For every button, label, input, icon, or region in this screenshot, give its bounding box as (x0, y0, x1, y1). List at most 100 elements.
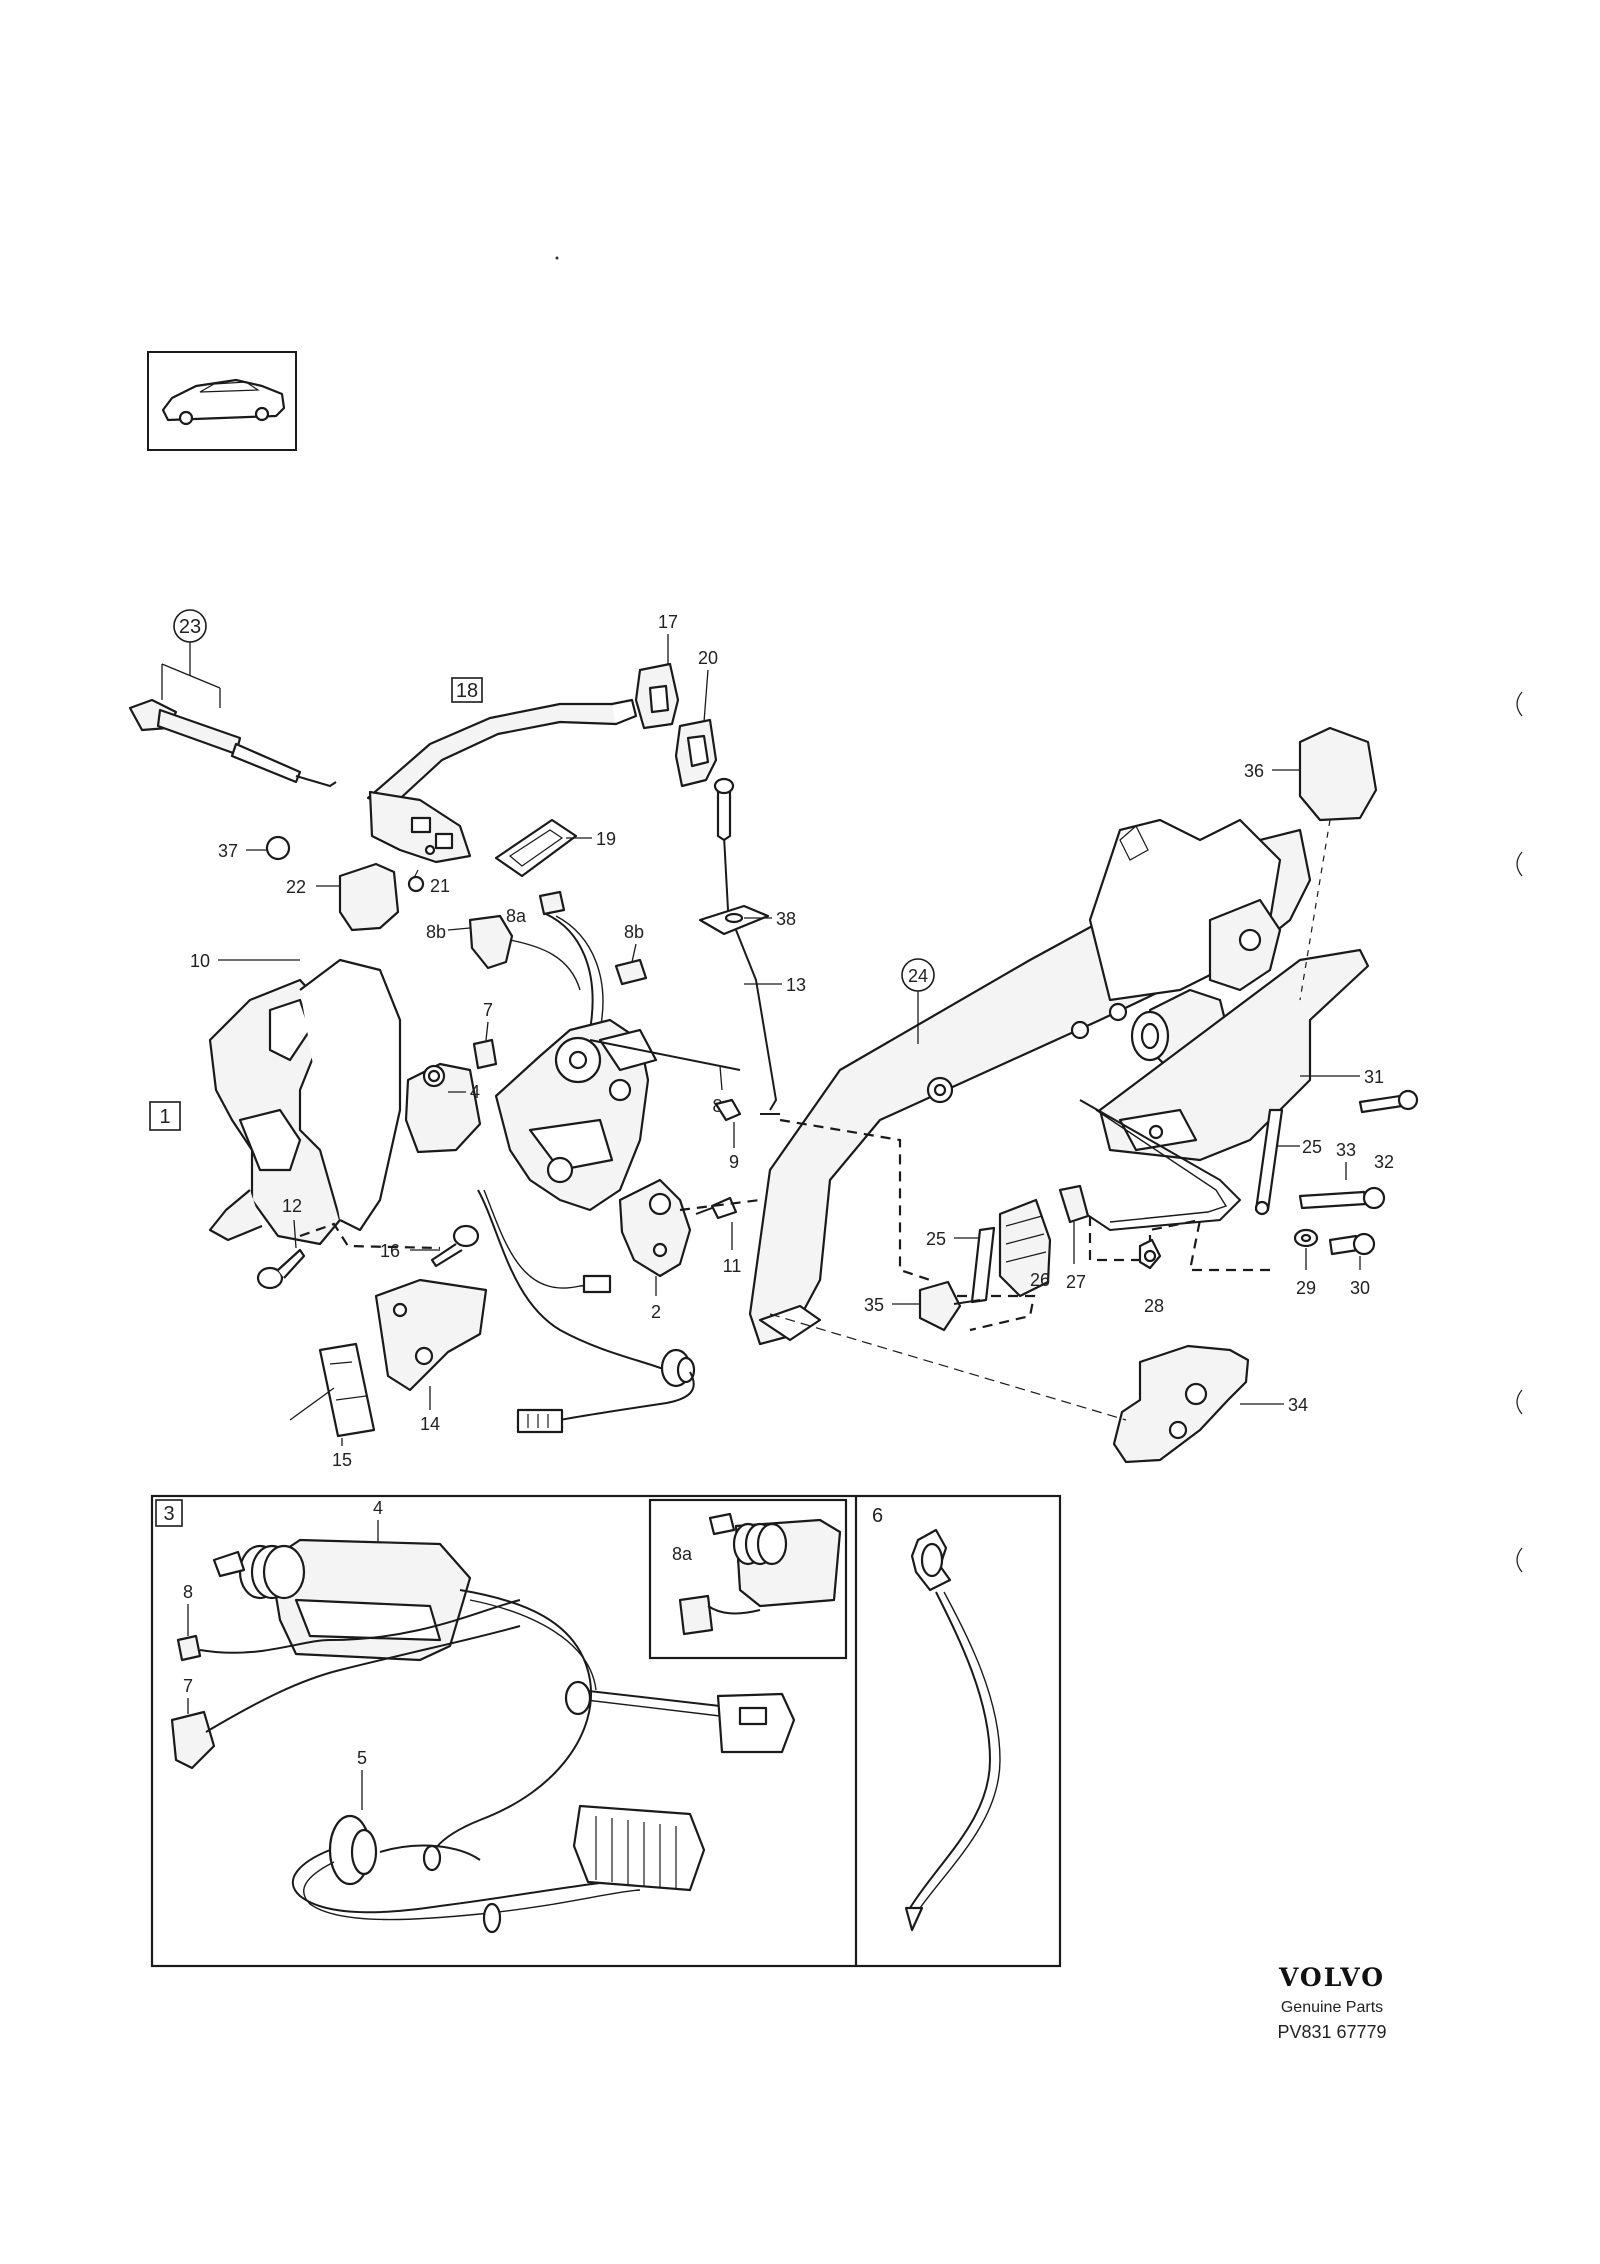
callout-3: 3 (163, 1503, 174, 1525)
part-33-bolt (1298, 1186, 1386, 1210)
inset-8a-actuator (708, 1512, 842, 1608)
callout-8a-inset: 8a (672, 1544, 693, 1564)
part-36-cap (1298, 726, 1378, 822)
inset-8a-panel (648, 1498, 848, 1660)
callout-35: 35 (864, 1295, 884, 1315)
assembly-dash-mid (679, 1198, 761, 1212)
part-8b-right-leader (631, 943, 637, 963)
part-35-slider (918, 1280, 981, 1332)
brand-tagline: Genuine Parts (1281, 1999, 1383, 2016)
assembly-dash-right (1088, 1216, 1270, 1272)
part-17-bracket (634, 662, 680, 730)
main-lock-mechanism (494, 1018, 658, 1212)
part-15-leader-a (289, 1387, 335, 1421)
callout-8a: 8a (506, 906, 527, 926)
callout-31: 31 (1364, 1067, 1384, 1087)
part-26-guide (998, 1198, 1052, 1298)
part-38-grommet (698, 904, 770, 936)
callout-4-inset: 4 (373, 1498, 383, 1518)
door-guide-rail (1079, 1099, 1242, 1232)
part-2-lock-plate (618, 1178, 692, 1278)
part-15-shims (318, 1342, 376, 1438)
part-23-lock-cylinder (128, 698, 337, 788)
callout-14: 14 (420, 1414, 440, 1434)
callout-18-box (451, 677, 483, 703)
callout-19: 19 (596, 829, 616, 849)
part-20-clip (674, 718, 718, 788)
inset-wire-clip (564, 1680, 592, 1716)
part-25-left-strip (970, 1226, 996, 1304)
callout-23: 23 (179, 616, 201, 638)
part-10-lock-housing (208, 958, 402, 1246)
inset-grommet-6 (910, 1528, 952, 1592)
part-8b-left-clamp (468, 914, 514, 970)
inset-wire-a (199, 1599, 521, 1654)
part-34-trim (1112, 1344, 1250, 1464)
part-21-screw (407, 869, 425, 893)
assembly-dash-center (779, 1118, 931, 1282)
callout-24: 24 (908, 966, 928, 986)
margin-mark-4 (1516, 1547, 1523, 1573)
harness-connector-small (582, 1274, 612, 1294)
part-30-bolt (1328, 1232, 1376, 1256)
inset-harness-lower-b (303, 1861, 641, 1921)
part-37-plug (265, 835, 291, 861)
handle-harness-wire-2 (555, 915, 604, 1031)
stray-dot (555, 256, 559, 260)
part-14-striker (374, 1278, 488, 1392)
part-8b-left-leader (447, 927, 471, 931)
inset-6-tip (904, 1906, 924, 1932)
part-34-dash (769, 1313, 1127, 1421)
callout-5-inset: 5 (357, 1748, 367, 1768)
harness-connector-large (516, 1408, 564, 1434)
part-12-screw (256, 1248, 306, 1290)
callout-25-left: 25 (926, 1229, 946, 1249)
inset-harness-clip-1 (422, 1844, 442, 1872)
part-8c-leader (719, 1065, 723, 1091)
inset-lock-motor (212, 1538, 472, 1662)
handle-harness-wire-3 (509, 939, 581, 991)
part-19-gasket (494, 818, 578, 878)
callout-9: 9 (729, 1152, 739, 1172)
callout-8b-right: 8b (624, 922, 644, 942)
part-7-leader (485, 1021, 489, 1041)
part-32-bolt (1358, 1089, 1419, 1114)
brand-code: PV831 67779 (1277, 2022, 1386, 2042)
part-11-screw (695, 1196, 738, 1220)
harness-to-connector (559, 1371, 695, 1421)
callout-23-circle (173, 609, 207, 643)
callout-6-inset: 6 (872, 1505, 883, 1527)
callout-7: 7 (483, 1000, 493, 1020)
part-9-bushing (714, 1098, 742, 1122)
regulator-tray (1098, 948, 1370, 1162)
inset-switch-8 (176, 1634, 202, 1662)
callout-11: 11 (723, 1256, 742, 1276)
callout-12: 12 (282, 1196, 302, 1216)
inset-connector-right (716, 1692, 796, 1754)
part-8b-right-clip (614, 958, 648, 986)
inset-connector-multi (572, 1804, 706, 1892)
callout-29: 29 (1296, 1278, 1316, 1298)
callout-8-inset: 8 (183, 1582, 193, 1602)
callout-37: 37 (218, 841, 238, 861)
callout-3-box (155, 1499, 183, 1527)
inset-wire-b (205, 1625, 521, 1733)
harness-grommet (660, 1348, 696, 1388)
callout-17: 17 (658, 612, 678, 632)
part-20-leader (703, 669, 709, 723)
callout-1-box (149, 1101, 181, 1131)
lock-harness-wire (477, 1189, 667, 1371)
callout-2: 2 (651, 1302, 661, 1322)
callout-22: 22 (286, 877, 306, 897)
callout-1: 1 (159, 1106, 170, 1128)
margin-mark-3 (1516, 1389, 1523, 1415)
inset-wire-e (579, 1689, 721, 1707)
callout-33: 33 (1336, 1140, 1356, 1160)
inset-wire-c (429, 1589, 592, 1861)
callout-28: 28 (1144, 1296, 1164, 1316)
callout-34: 34 (1288, 1395, 1308, 1415)
inset-6-wire-b (919, 1591, 1001, 1909)
part-8a-switch (538, 890, 566, 916)
part-22-cover (338, 862, 400, 932)
